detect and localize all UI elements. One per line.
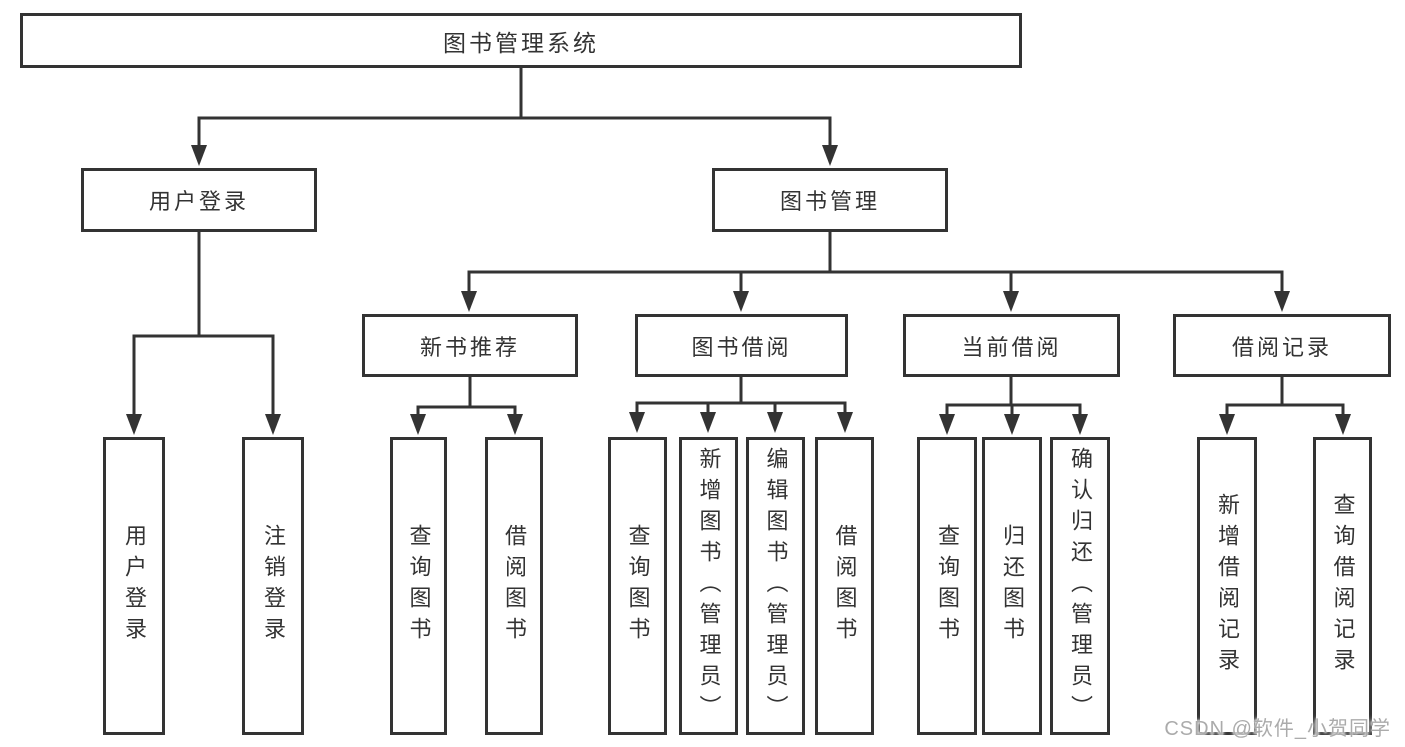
arrowhead-icons bbox=[126, 145, 1351, 435]
node-logout-leaf: 注销登录 bbox=[242, 437, 304, 735]
csdn-watermark: CSDN @软件_小贺同学 bbox=[1164, 718, 1391, 740]
node-label: 查询图书 bbox=[935, 524, 960, 648]
node-library-management-system: 图书管理系统 bbox=[20, 13, 1022, 68]
node-query-borrow-record: 查询借阅记录 bbox=[1313, 437, 1372, 735]
node-confirm-return-admin: 确认归还（管理员） bbox=[1050, 437, 1110, 735]
node-label: 新增图书（管理员） bbox=[696, 446, 722, 726]
node-label: 当前借阅 bbox=[961, 334, 1062, 360]
node-user-login-leaf: 用户登录 bbox=[103, 437, 165, 735]
node-query-books-recommend: 查询图书 bbox=[390, 437, 447, 735]
node-borrowing-records: 借阅记录 bbox=[1173, 314, 1391, 377]
node-current-borrowing: 当前借阅 bbox=[903, 314, 1120, 377]
node-label: 新书推荐 bbox=[419, 334, 520, 360]
node-label: 确认归还（管理员） bbox=[1068, 446, 1093, 726]
node-label: 编辑图书（管理员） bbox=[763, 446, 789, 726]
node-label: 借阅记录 bbox=[1231, 334, 1332, 360]
node-label: 图书管理 bbox=[779, 189, 880, 214]
node-label: 查询借阅记录 bbox=[1330, 493, 1356, 679]
node-query-books-borrowing: 查询图书 bbox=[608, 437, 667, 735]
node-book-borrowing: 图书借阅 bbox=[635, 314, 848, 377]
node-label: 用户登录 bbox=[148, 189, 249, 214]
node-add-books-admin: 新增图书（管理员） bbox=[679, 437, 738, 735]
node-label: 图书管理系统 bbox=[443, 29, 599, 56]
node-return-books: 归还图书 bbox=[982, 437, 1042, 735]
node-label: 查询图书 bbox=[625, 524, 651, 648]
node-label: 图书借阅 bbox=[691, 334, 792, 360]
node-label: 借阅图书 bbox=[832, 524, 858, 648]
node-label: 查询图书 bbox=[406, 524, 432, 648]
node-label: 注销登录 bbox=[261, 524, 286, 648]
node-edit-books-admin: 编辑图书（管理员） bbox=[746, 437, 805, 735]
node-label: 借阅图书 bbox=[502, 524, 527, 648]
node-user-login: 用户登录 bbox=[81, 168, 317, 232]
node-query-books-current: 查询图书 bbox=[917, 437, 977, 735]
node-label: 新增借阅记录 bbox=[1215, 493, 1240, 679]
node-label: 用户登录 bbox=[122, 524, 147, 648]
node-add-borrow-record: 新增借阅记录 bbox=[1197, 437, 1257, 735]
node-borrow-books-borrowing: 借阅图书 bbox=[815, 437, 874, 735]
node-new-book-recommendation: 新书推荐 bbox=[362, 314, 578, 377]
node-label: 归还图书 bbox=[1000, 524, 1025, 648]
node-borrow-books-recommend: 借阅图书 bbox=[485, 437, 543, 735]
node-book-management: 图书管理 bbox=[712, 168, 948, 232]
